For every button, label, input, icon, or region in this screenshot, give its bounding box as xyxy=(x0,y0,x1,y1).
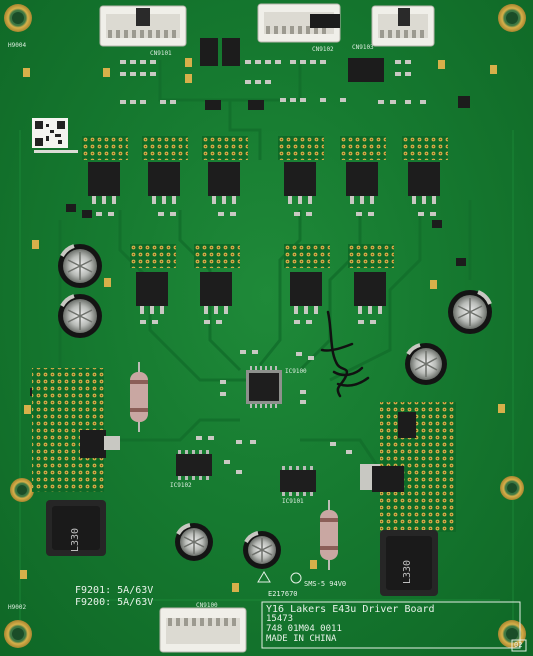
inductor-left xyxy=(46,500,106,556)
label-cn9100: CN9100 xyxy=(196,602,218,609)
label-ic9100: IC9100 xyxy=(285,368,307,375)
soic-ic-right xyxy=(280,466,316,496)
ul-mark-icon xyxy=(290,572,302,584)
label-cn9102: CN9102 xyxy=(312,46,334,53)
fuse-f9201 xyxy=(130,362,148,432)
connector-cn9100 xyxy=(159,607,247,653)
connector-cn9101 xyxy=(99,5,187,47)
fuse-f9200 xyxy=(320,500,338,570)
electrolytic-capacitors xyxy=(58,244,492,569)
info-block-frame xyxy=(261,601,521,649)
mounting-hole xyxy=(4,4,526,648)
diode-right xyxy=(398,412,416,438)
label-h9002: H9002 xyxy=(8,604,27,611)
info-line-number: 15473 xyxy=(266,614,294,624)
ink-scribble xyxy=(320,310,370,398)
mosfet-row-lower xyxy=(130,244,394,314)
info-line-origin: MADE IN CHINA xyxy=(266,634,337,644)
ul-file-number: E217670 xyxy=(268,590,298,598)
info-line-code: 748 01M04 0011 xyxy=(266,624,342,634)
corner-tag: 02 xyxy=(514,641,523,649)
smd-cluster-top xyxy=(120,14,470,110)
connector-cn9103 xyxy=(371,5,435,47)
recycle-icon xyxy=(257,571,271,583)
label-h9004: H9004 xyxy=(8,42,27,49)
inductor-right xyxy=(380,530,438,596)
label-cn9103: CN9103 xyxy=(352,44,374,51)
transistor-right xyxy=(372,466,404,492)
controller-ic xyxy=(246,366,282,408)
qr-label xyxy=(32,118,78,153)
fuse-label-f9200: F9200: 5A/63V xyxy=(75,597,154,608)
label-cn9101: CN9101 xyxy=(150,50,172,57)
label-ic9102: IC9102 xyxy=(170,482,192,489)
inductor-mark-right: L330 xyxy=(402,559,413,584)
connector-cn9102 xyxy=(257,3,341,43)
inductor-mark-left: L330 xyxy=(70,527,81,552)
fuse-label-f9201: F9201: 5A/63V xyxy=(75,585,154,596)
flammability-rating: SMS-5 94V0 xyxy=(304,580,347,588)
soic-ic-left xyxy=(176,450,212,480)
transistor-left xyxy=(80,430,106,458)
info-line-model: Y16 Lakers E43u Driver Board xyxy=(266,604,435,615)
label-ic9101: IC9101 xyxy=(282,498,304,505)
mosfet-row-upper xyxy=(82,136,448,204)
